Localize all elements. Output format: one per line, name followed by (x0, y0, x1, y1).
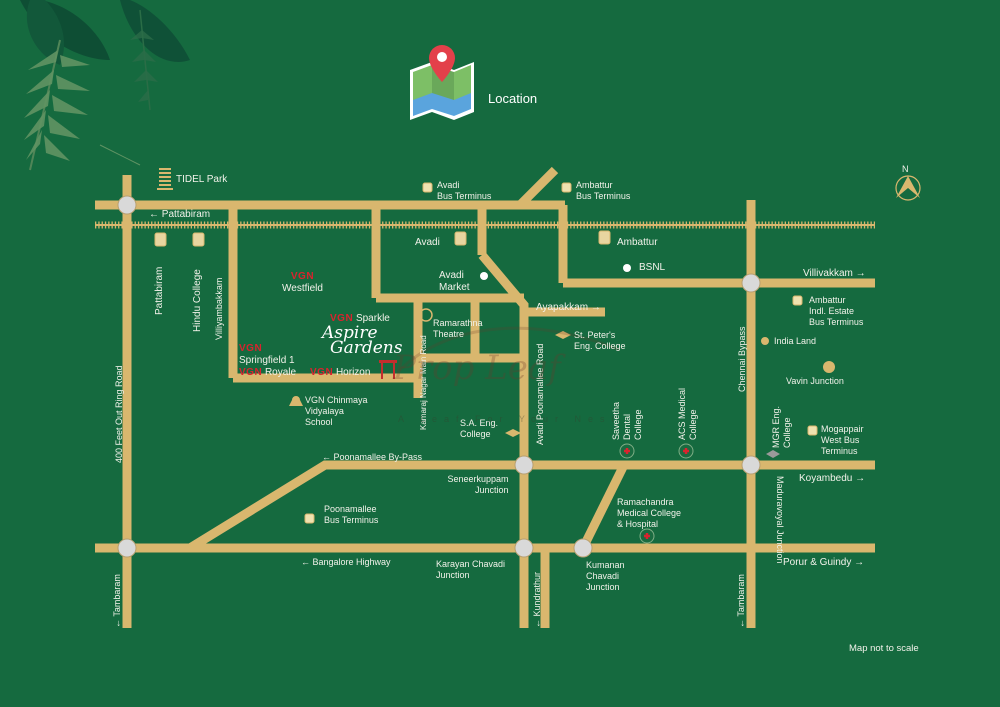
road-poonamallee-bypass: ← Poonamallee By-Pass (322, 452, 423, 462)
map-scale-note: Map not to scale (849, 643, 919, 654)
road-tambaram-right: ← Tambaram (736, 574, 746, 628)
india-land-dot (761, 337, 769, 345)
road-kundrathur: ← Kundrathur (532, 571, 542, 628)
pattabiram-station-label: Pattabiram (154, 266, 165, 315)
ambattur-station-label: Ambattur (617, 237, 658, 248)
mgr-college-label: MGR Eng.College (771, 405, 792, 448)
watermark (398, 326, 621, 372)
bsnl-dot (623, 264, 631, 272)
road-bangalore-highway: ← Bangalore Highway (301, 557, 391, 567)
india-land-label: India Land (774, 336, 817, 346)
project-vgn-sparkle: VGN Sparkle (330, 313, 390, 324)
project-vgn-royale: VGN Royale (239, 367, 297, 378)
school-icon (289, 396, 303, 406)
hospital-icon (619, 443, 694, 544)
watermark-brand: Prop Leaf (393, 348, 561, 388)
project-vgn-horizon: VGN Horizon (310, 367, 371, 378)
road-villivakkam: Villivakkam → (803, 268, 866, 279)
road-ayapakkam: Ayapakkam → (536, 302, 601, 313)
avadi-station-label: Avadi (415, 237, 440, 248)
entrance-arch-icon (379, 360, 397, 379)
compass-icon (895, 175, 921, 201)
map-pin-icon (410, 45, 474, 120)
film-reel-icon (419, 308, 433, 322)
tidel-park-label: TIDEL Park (176, 174, 228, 185)
avadi-market-dot (480, 272, 488, 280)
vavin-junction-label: Vavin Junction (786, 376, 844, 386)
bus-icon (304, 182, 818, 524)
road-villiyambakkam: Villiyambakkam (214, 277, 224, 340)
hindu-college-station-label: Hindu College (192, 269, 203, 332)
bsnl-label: BSNL (639, 262, 666, 273)
road-maduravoyal: Maduravoyal Junction (775, 476, 785, 564)
road-tambaram-left: ← Tambaram (112, 574, 122, 628)
sa-eng-college-label: S.A. Eng.College (460, 418, 499, 439)
graduation-cap-icon (766, 450, 780, 458)
road-ring-road: 400 Feet Out Ring Road (114, 365, 124, 463)
road-chennai-bypass: Chennai Bypass (737, 326, 747, 392)
graduation-cap-icon (505, 331, 571, 437)
building-icon (157, 168, 173, 190)
junction-markers (117, 195, 761, 558)
roads (95, 166, 875, 628)
road-koyambedu: Koyambedu → (799, 473, 866, 484)
vavin-dot (823, 361, 835, 373)
train-icon (154, 230, 611, 247)
leaf-decoration (20, 0, 190, 171)
watermark-tagline: A Leaf For Your Nest (398, 414, 622, 424)
page-title: Location (488, 91, 538, 106)
compass-north-label: N (902, 164, 909, 174)
road-pattabiram: ← Pattabiram (149, 209, 211, 220)
road-porur-guindy: Porur & Guindy → (783, 557, 865, 568)
